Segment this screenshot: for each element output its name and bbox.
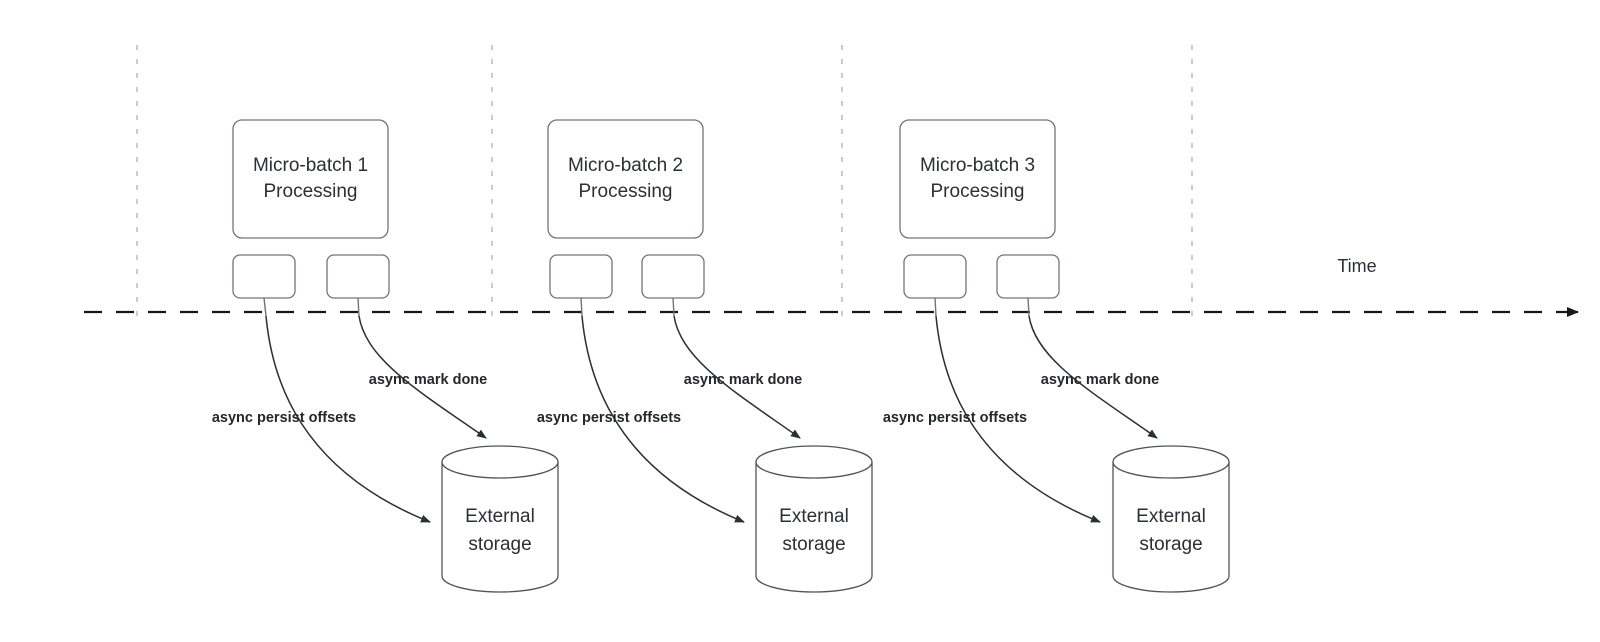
external-storage-subtitle: storage [1139,534,1202,555]
edge-mark-done-1[interactable] [358,315,487,439]
mini-box-persist-3[interactable] [903,254,967,299]
external-storage-cylinder-body[interactable] [1112,462,1230,593]
mini-box-persist-1[interactable] [232,254,296,299]
time-axis-label: Time [1337,256,1376,276]
external-storage-subtitle: storage [468,534,531,555]
micro-batch-box[interactable] [232,119,389,239]
external-storage-subtitle: storage [782,534,845,555]
external-storage-cylinder-top [441,445,559,479]
micro-batch-box[interactable] [899,119,1056,239]
micro-batch-title: Micro-batch 3 [920,155,1035,176]
micro-batch-title: Micro-batch 1 [253,155,368,176]
mini-box-markdone-1[interactable] [326,254,390,299]
mini-box-markdone-2[interactable] [641,254,705,299]
edge-persist-offsets-3-stem [934,297,937,317]
edge-mark-done-2[interactable] [673,315,801,439]
edge-persist-offsets-3-label: async persist offsets [883,410,1027,426]
micro-batch-box[interactable] [547,119,704,239]
external-storage-title: External [779,506,849,527]
edge-mark-done-3-label: async mark done [1041,372,1159,388]
external-storage-cylinder-top [1112,445,1230,479]
edge-persist-offsets-2[interactable] [581,315,745,523]
edge-mark-done-1-stem [357,297,360,317]
edge-mark-done-3[interactable] [1028,315,1158,439]
edge-mark-done-2-label: async mark done [684,372,802,388]
external-storage-title: External [1136,506,1206,527]
edge-persist-offsets-2-stem [580,297,583,317]
external-storage-title: External [465,506,535,527]
micro-batch-title: Micro-batch 2 [568,155,683,176]
edge-mark-done-1-label: async mark done [369,372,487,388]
micro-batch-subtitle: Processing [931,181,1025,202]
external-storage-cylinder-top [755,445,873,479]
edge-mark-done-2-stem [672,297,675,317]
edge-persist-offsets-1[interactable] [265,315,431,523]
edge-mark-done-3-stem [1027,297,1030,317]
edge-persist-offsets-2-label: async persist offsets [537,410,681,426]
external-storage-cylinder-body[interactable] [755,462,873,593]
edge-persist-offsets-1-label: async persist offsets [212,410,356,426]
edge-persist-offsets-3[interactable] [935,315,1101,523]
mini-box-markdone-3[interactable] [996,254,1060,299]
micro-batch-subtitle: Processing [579,181,673,202]
edge-persist-offsets-1-stem [263,297,267,317]
mini-box-persist-2[interactable] [549,254,613,299]
period-dividers [136,45,1193,316]
micro-batch-subtitle: Processing [264,181,358,202]
time-axis-label-group: Time [1337,256,1376,276]
external-storage-cylinder-body[interactable] [441,462,559,593]
